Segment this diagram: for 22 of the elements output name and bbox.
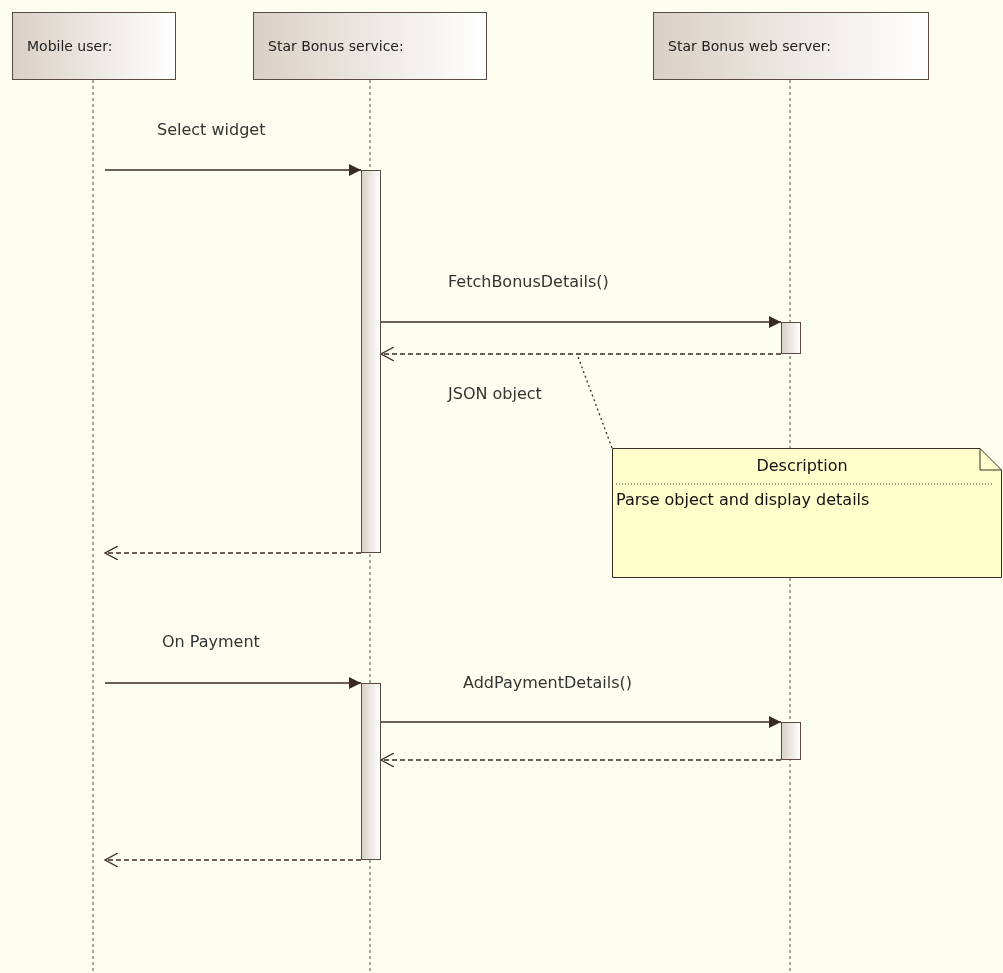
message-label: AddPaymentDetails() (463, 673, 632, 692)
return-arrow (104, 852, 362, 868)
message-label: FetchBonusDetails() (448, 272, 609, 291)
message-label: On Payment (162, 632, 260, 651)
return-arrow (380, 752, 782, 768)
activation-bar (781, 722, 801, 760)
message-arrow (380, 716, 782, 728)
note-heading: Description (755, 456, 849, 475)
message-arrow (104, 164, 362, 176)
message-arrow (104, 677, 362, 689)
message-label: JSON object (448, 384, 542, 403)
return-arrow (104, 545, 362, 561)
participant-box: Star Bonus web server: (653, 12, 929, 80)
participant-box: Mobile user: (12, 12, 176, 80)
message-label: Select widget (157, 120, 266, 139)
activation-bar (361, 170, 381, 553)
participant-box: Star Bonus service: (253, 12, 487, 80)
note-text: Parse object and display details (616, 490, 870, 509)
message-arrow (380, 316, 782, 328)
return-arrow (380, 346, 782, 362)
activation-bar (361, 683, 381, 860)
activation-bar (781, 322, 801, 354)
